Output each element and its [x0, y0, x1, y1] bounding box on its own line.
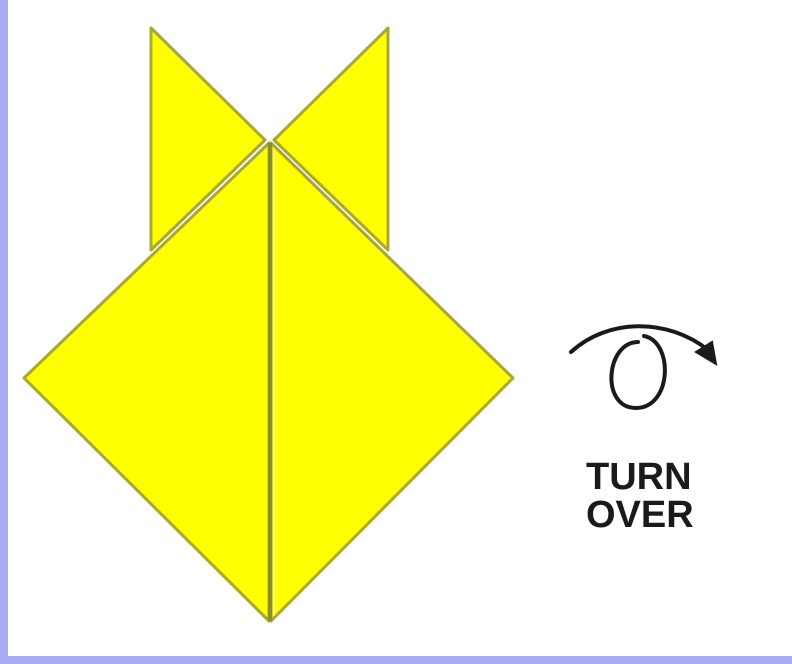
right-front-flap — [271, 143, 513, 621]
left-front-flap — [24, 143, 269, 621]
turn-over-arrow-icon — [571, 326, 716, 408]
turn-over-label-line1: TURN — [586, 458, 736, 496]
turn-over-label: TURN OVER — [586, 458, 736, 534]
diagram-canvas: TURN OVER — [8, 0, 792, 656]
turn-over-label-line2: OVER — [586, 496, 736, 534]
origami-fold-diagram — [8, 0, 792, 656]
